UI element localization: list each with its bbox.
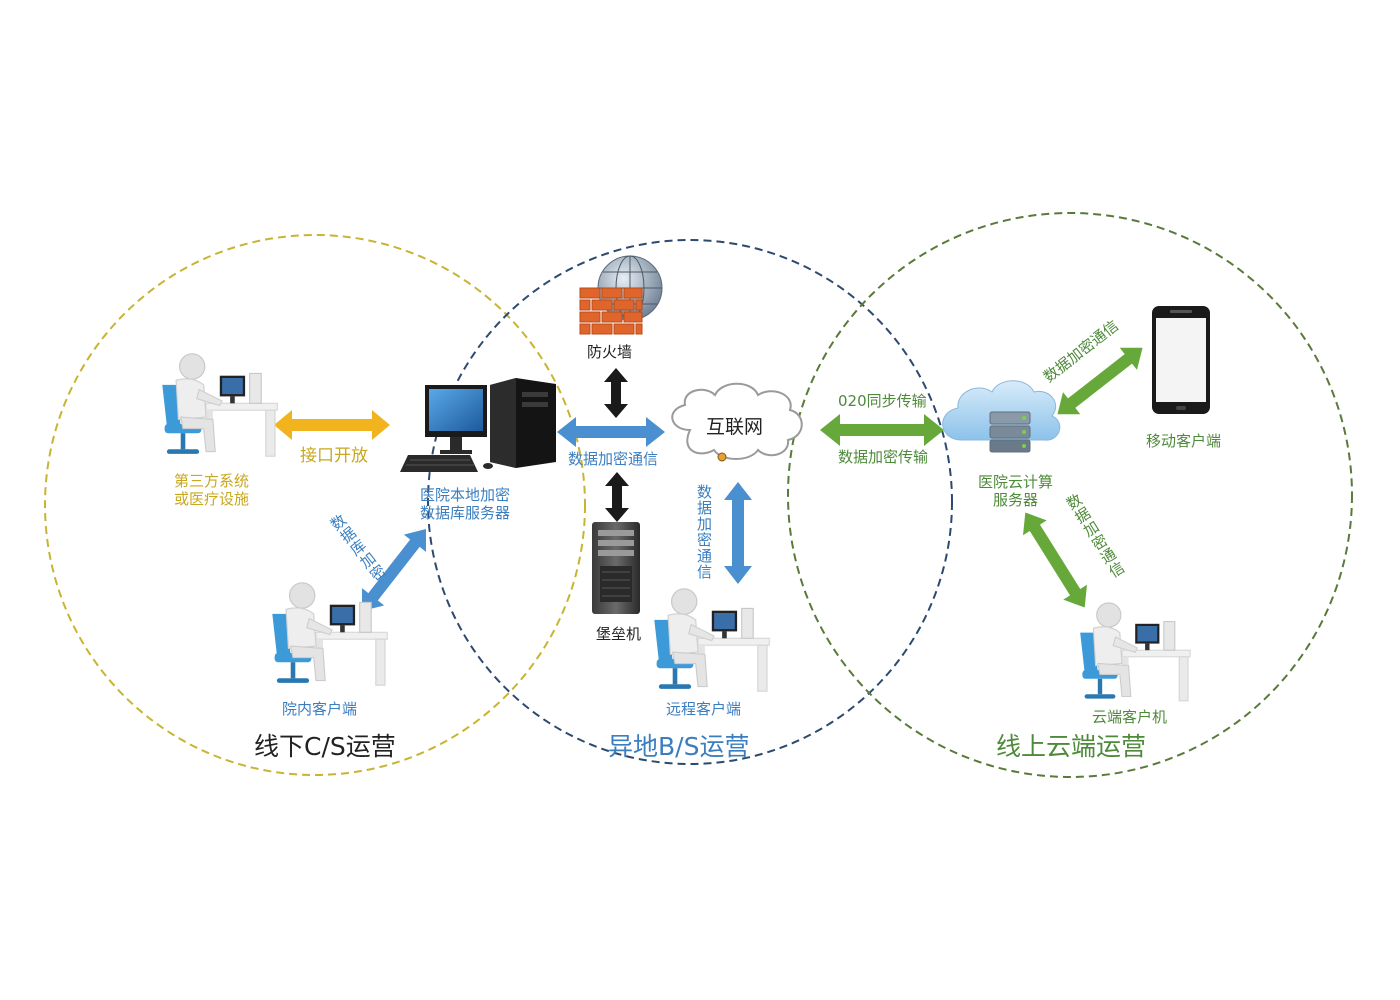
third-party-user-icon (161, 353, 278, 457)
encrypt-comm-arrow-horizontal (557, 417, 665, 447)
mobile-phone-icon (1152, 306, 1210, 414)
firewall-icon (579, 255, 663, 335)
cloud-client-label: 云端客户机 (1092, 708, 1168, 726)
encrypt-comm-vertical-label: 数据加密通信 (695, 484, 713, 584)
zone-title-remote: 异地B/S运营 (608, 732, 750, 761)
desktop-computer-icon (400, 378, 556, 472)
cloud-user-icon (1079, 602, 1191, 702)
o2o-arrow (820, 414, 944, 446)
internet-label: 互联网 (706, 416, 764, 438)
interface-arrow (274, 410, 390, 440)
o2o-sync-label: 020同步传输 (838, 392, 927, 410)
intranet-client-label: 院内客户端 (282, 700, 358, 718)
local-server-label: 医院本地加密 数据库服务器 (420, 486, 510, 522)
encrypt-transfer-label: 数据加密传输 (838, 448, 929, 466)
zone-title-offline: 线下C/S运营 (254, 732, 396, 761)
remote-client-label: 远程客户端 (666, 700, 742, 718)
zone-circle-offline (44, 234, 586, 776)
bastion-server-icon (592, 522, 640, 614)
interface-open-label: 接口开放 (300, 446, 368, 466)
cloud-server-label-line2: 服务器 (993, 491, 1039, 509)
remote-user-icon (653, 588, 770, 692)
cloud-server-label-line1: 医院云计算 (978, 473, 1054, 491)
third-party-label-line1: 第三方系统 (174, 472, 250, 490)
zone-circle-cloud (787, 212, 1353, 778)
cloud-server-label: 医院云计算 服务器 (978, 473, 1053, 509)
firewall-link-arrow (604, 368, 628, 418)
bastion-link-arrow (605, 472, 629, 522)
db-encrypt-arrow (361, 529, 427, 611)
local-server-label-line1: 医院本地加密 (420, 486, 511, 504)
cloud-server-icon (942, 380, 1061, 453)
zone-circle-remote (427, 239, 953, 765)
bastion-label: 堡垒机 (596, 625, 642, 643)
cloud-client-encrypt-arrow (1022, 512, 1088, 608)
internet-cloud-icon (671, 382, 803, 462)
mobile-encrypt-arrow (1057, 347, 1143, 415)
mobile-client-label: 移动客户端 (1146, 432, 1222, 450)
third-party-label: 第三方系统 或医疗设施 (174, 472, 249, 508)
encrypt-comm-horizontal-label: 数据加密通信 (568, 450, 659, 468)
local-server-label-line2: 数据库服务器 (420, 504, 511, 522)
third-party-label-line2: 或医疗设施 (174, 490, 250, 508)
encrypt-comm-arrow-vertical (724, 482, 752, 584)
encrypt-comm-vertical-text: 数据加密通信 (695, 484, 713, 580)
zone-title-cloud: 线上云端运营 (996, 732, 1147, 761)
firewall-label: 防火墙 (587, 343, 633, 361)
